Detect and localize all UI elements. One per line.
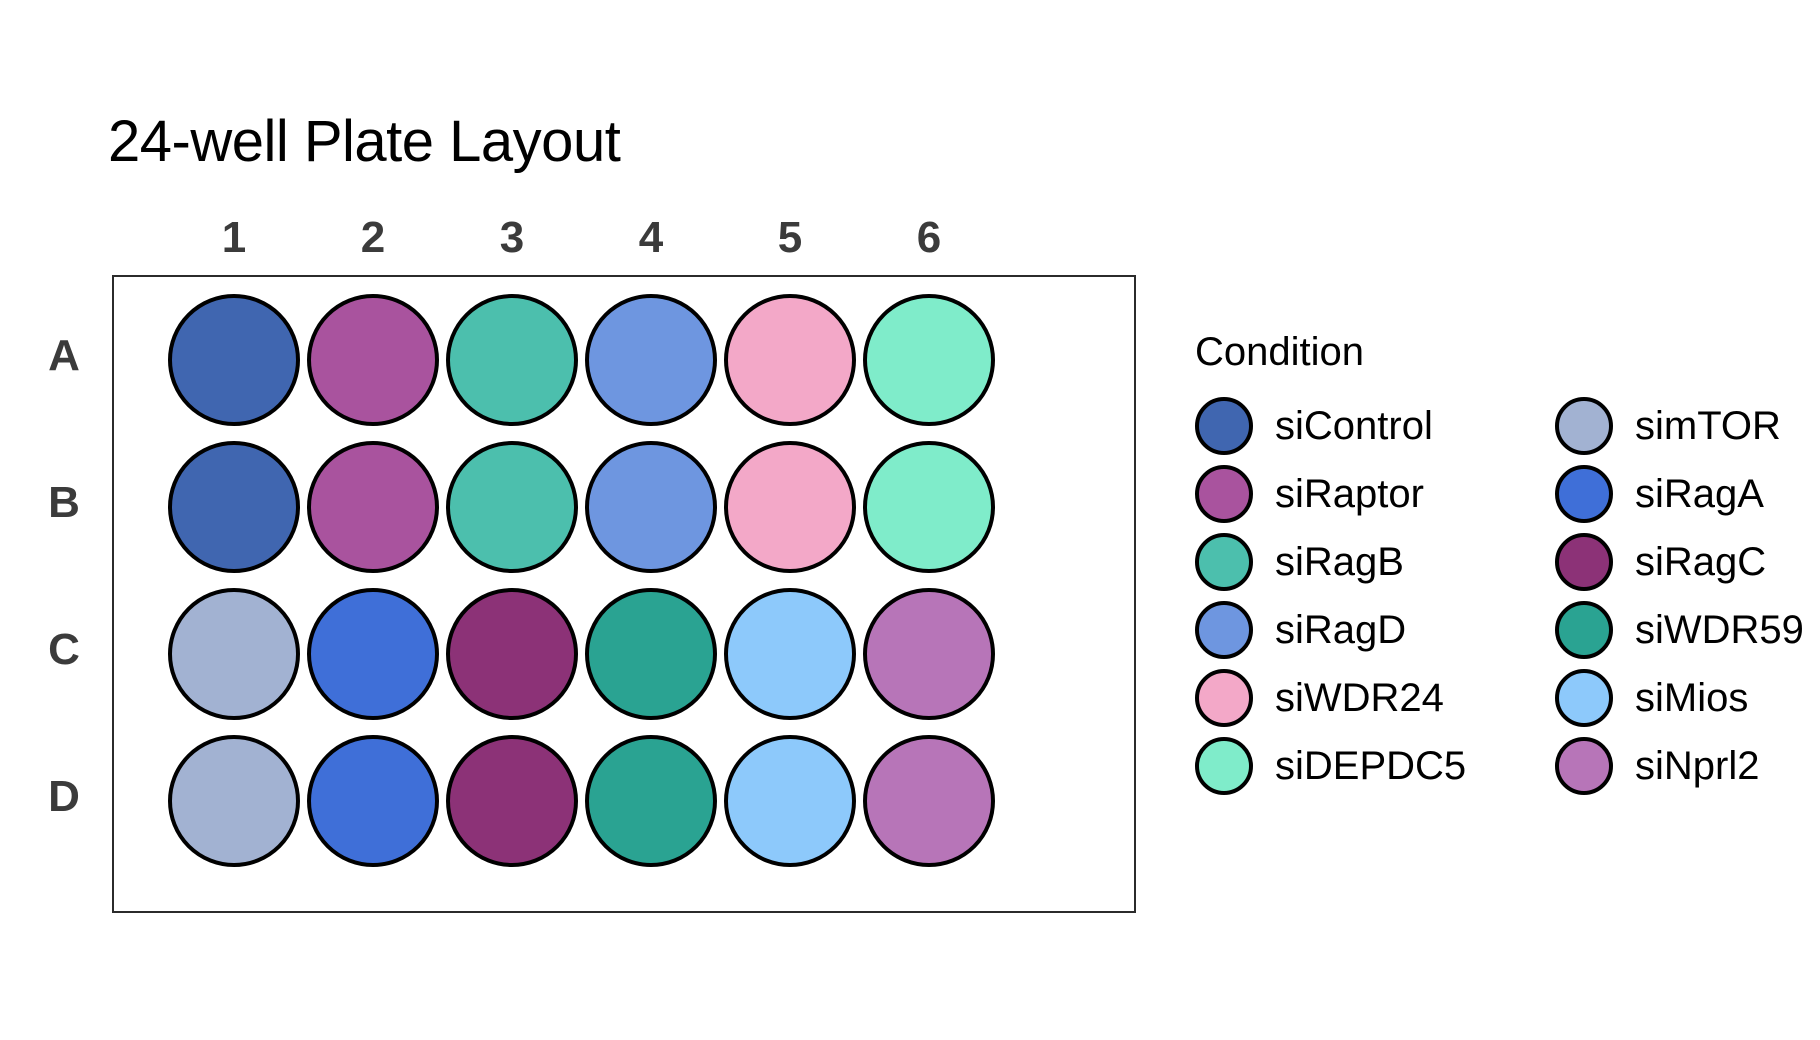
column-header-4: 4 xyxy=(638,213,664,262)
legend-item-label: siRaptor xyxy=(1275,471,1424,516)
legend-item-label: siRagC xyxy=(1635,539,1767,584)
legend-item-siRagD[interactable]: siRagD xyxy=(1195,596,1466,664)
row-header-A: A xyxy=(48,331,80,380)
well-D3[interactable] xyxy=(446,735,578,867)
plate-panel: 1 2 3 4 5 6 A B C D xyxy=(48,213,1137,915)
legend-swatch-icon-siRagB xyxy=(1195,533,1253,591)
well-B3[interactable] xyxy=(446,441,578,573)
legend-item-label: simTOR xyxy=(1635,403,1781,448)
legend-swatch-icon-siMios xyxy=(1555,669,1613,727)
well-D2[interactable] xyxy=(307,735,439,867)
row-header-C: C xyxy=(48,625,80,674)
well-D4[interactable] xyxy=(585,735,717,867)
well-D6[interactable] xyxy=(863,735,995,867)
legend-item-simTOR[interactable]: simTOR xyxy=(1555,392,1804,460)
well-B5[interactable] xyxy=(724,441,856,573)
legend-item-siRagB[interactable]: siRagB xyxy=(1195,528,1466,596)
legend-swatch-icon-siRagA xyxy=(1555,465,1613,523)
legend-item-siControl[interactable]: siControl xyxy=(1195,392,1466,460)
well-C4[interactable] xyxy=(585,588,717,720)
legend-item-label: siWDR24 xyxy=(1275,675,1444,720)
well-A3[interactable] xyxy=(446,294,578,426)
legend-swatch-icon-siNprl2 xyxy=(1555,737,1613,795)
legend-swatch-icon-siRaptor xyxy=(1195,465,1253,523)
page-title: 24-well Plate Layout xyxy=(108,109,621,174)
well-C6[interactable] xyxy=(863,588,995,720)
column-header-2: 2 xyxy=(360,213,386,262)
well-C3[interactable] xyxy=(446,588,578,720)
column-header-3: 3 xyxy=(499,213,525,262)
legend-column-right: simTOR siRagA siRagC siWDR59 siMios siNprl2 xyxy=(1555,392,1804,800)
well-B1[interactable] xyxy=(168,441,300,573)
legend-item-label: siNprl2 xyxy=(1635,743,1760,788)
well-C5[interactable] xyxy=(724,588,856,720)
legend-swatch-icon-siRagD xyxy=(1195,601,1253,659)
well-A5[interactable] xyxy=(724,294,856,426)
legend-swatch-icon-siDEPDC5 xyxy=(1195,737,1253,795)
well-A6[interactable] xyxy=(863,294,995,426)
legend-item-label: siWDR59 xyxy=(1635,607,1804,652)
column-header-5: 5 xyxy=(777,213,803,262)
legend-item-siRagA[interactable]: siRagA xyxy=(1555,460,1804,528)
legend-swatch-icon-siRagC xyxy=(1555,533,1613,591)
row-header-B: B xyxy=(48,478,80,527)
legend-item-label: siRagA xyxy=(1635,471,1764,516)
row-header-D: D xyxy=(48,772,80,821)
legend-swatch-icon-simTOR xyxy=(1555,397,1613,455)
legend-swatch-icon-siControl xyxy=(1195,397,1253,455)
well-D5[interactable] xyxy=(724,735,856,867)
legend-swatch-icon-siWDR59 xyxy=(1555,601,1613,659)
legend-item-siRaptor[interactable]: siRaptor xyxy=(1195,460,1466,528)
legend-item-label: siMios xyxy=(1635,675,1749,720)
legend-item-siDEPDC5[interactable]: siDEPDC5 xyxy=(1195,732,1466,800)
legend-item-siNprl2[interactable]: siNprl2 xyxy=(1555,732,1804,800)
legend-item-siMios[interactable]: siMios xyxy=(1555,664,1804,732)
well-B6[interactable] xyxy=(863,441,995,573)
legend-item-label: siRagD xyxy=(1275,607,1407,652)
well-B2[interactable] xyxy=(307,441,439,573)
well-C2[interactable] xyxy=(307,588,439,720)
legend-title: Condition xyxy=(1195,330,1365,374)
well-A1[interactable] xyxy=(168,294,300,426)
well-B4[interactable] xyxy=(585,441,717,573)
column-header-6: 6 xyxy=(916,213,942,262)
column-header-1: 1 xyxy=(221,213,247,262)
well-A2[interactable] xyxy=(307,294,439,426)
well-A4[interactable] xyxy=(585,294,717,426)
well-C1[interactable] xyxy=(168,588,300,720)
legend-item-label: siDEPDC5 xyxy=(1275,743,1467,788)
legend-item-siRagC[interactable]: siRagC xyxy=(1555,528,1804,596)
legend-item-label: siRagB xyxy=(1275,539,1404,584)
well-D1[interactable] xyxy=(168,735,300,867)
legend-item-label: siControl xyxy=(1275,403,1433,448)
legend-item-siWDR59[interactable]: siWDR59 xyxy=(1555,596,1804,664)
legend-swatch-icon-siWDR24 xyxy=(1195,669,1253,727)
legend-column-left: siControl siRaptor siRagB siRagD siWDR24 siDE… xyxy=(1195,392,1466,800)
legend-item-siWDR24[interactable]: siWDR24 xyxy=(1195,664,1466,732)
